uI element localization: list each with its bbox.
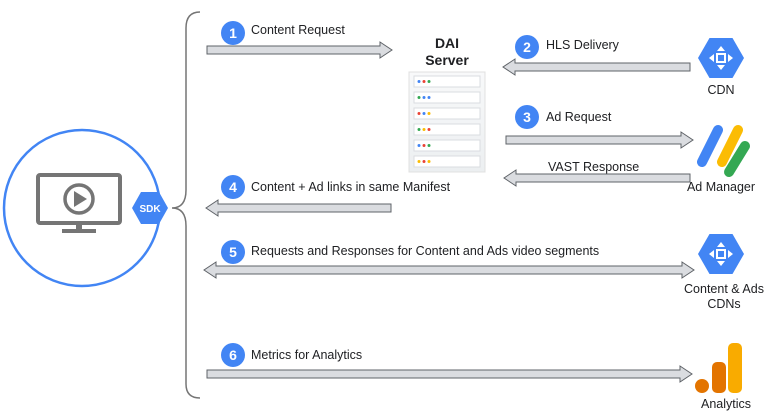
content-ads-cdn-hexagon-icon <box>698 234 744 274</box>
arrow-ad-request <box>505 131 694 149</box>
vast-response-label: VAST Response <box>548 160 640 174</box>
sdk-label: SDK <box>139 204 161 215</box>
arrow-content-request <box>206 41 393 59</box>
monitor-play-icon <box>36 173 122 233</box>
step-6-badge: 6 <box>221 343 245 367</box>
arrow-metrics <box>206 365 693 383</box>
step-5-badge: 5 <box>221 240 245 264</box>
analytics-caption: Analytics <box>700 397 752 411</box>
content-ads-cdns-line2: CDNs <box>707 297 741 311</box>
ad-manager-icon <box>697 125 750 177</box>
arrow-segments <box>203 261 695 279</box>
step-5-label: Requests and Responses for Content and A… <box>251 244 600 258</box>
dai-server-title: DAI Server <box>405 35 489 69</box>
content-ads-cdns-caption: Content & Ads CDNs <box>680 282 768 312</box>
step-1-label: Content Request <box>251 23 345 37</box>
ad-manager-caption: Ad Manager <box>686 180 756 194</box>
arrow-hls-delivery <box>502 58 691 76</box>
content-ads-cdns-line1: Content & Ads <box>684 282 764 296</box>
cdn-caption: CDN <box>707 83 735 97</box>
step-2-badge: 2 <box>515 35 539 59</box>
step-6-label: Metrics for Analytics <box>251 348 363 362</box>
cdn-hexagon-icon <box>698 38 744 78</box>
step-2-label: HLS Delivery <box>546 38 619 52</box>
dai-server-title-line2: Server <box>425 52 469 68</box>
step-4-badge: 4 <box>221 175 245 199</box>
step-3-badge: 3 <box>515 105 539 129</box>
step-3-label: Ad Request <box>546 110 612 124</box>
step-1-badge: 1 <box>221 21 245 45</box>
step-4-label: Content + Ad links in same Manifest <box>251 180 451 194</box>
brace <box>171 11 201 399</box>
analytics-icon <box>695 343 742 393</box>
dai-server-title-line1: DAI <box>434 35 460 51</box>
server-rack-icon <box>408 71 486 173</box>
arrow-manifest <box>205 199 392 217</box>
player-device: SDK <box>2 128 168 288</box>
sdk-badge: SDK <box>132 192 168 224</box>
arrow-vast-response <box>503 169 691 187</box>
